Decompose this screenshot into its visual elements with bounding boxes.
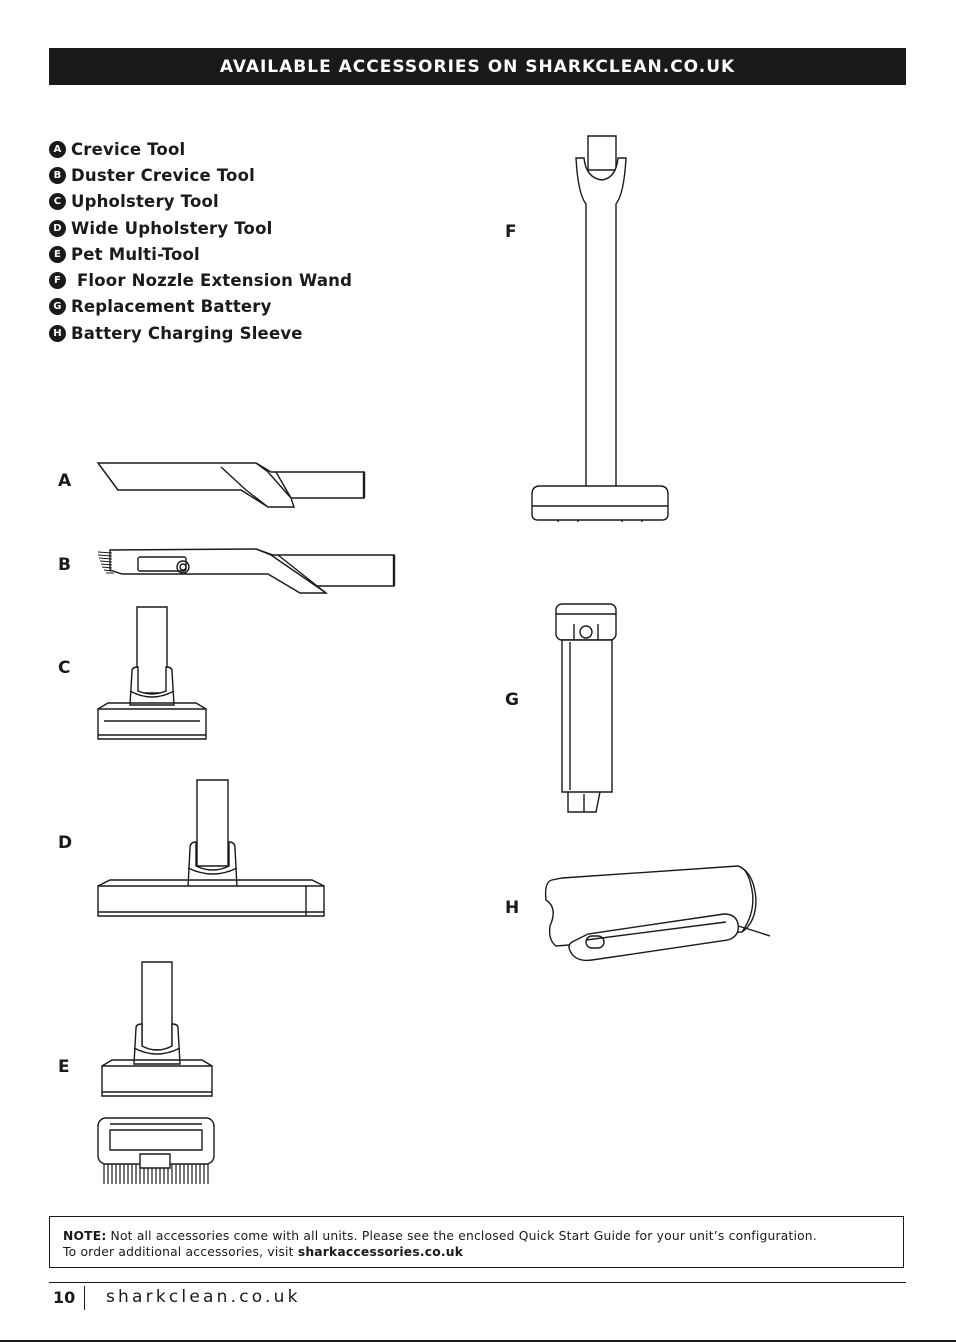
letter-badge: D	[49, 219, 66, 237]
charging-sleeve-illustration	[542, 860, 774, 966]
letter-badge: G	[49, 298, 66, 316]
footer-separator	[84, 1286, 85, 1310]
letter-badge: A	[49, 140, 66, 158]
list-item: H Battery Charging Sleeve	[49, 320, 352, 346]
figure-label-c: C	[58, 658, 71, 678]
figure-label-a: A	[58, 471, 72, 491]
order-line: To order additional accessories, visit s…	[63, 1244, 890, 1260]
accessory-name: Floor Nozzle Extension Wand	[71, 271, 353, 291]
accessories-link[interactable]: sharkaccessories.co.uk	[297, 1245, 464, 1259]
list-item: C Upholstery Tool	[49, 189, 352, 215]
footer-site[interactable]: sharkclean.co.uk	[106, 1287, 301, 1307]
header-title: AVAILABLE ACCESSORIES ON SHARKCLEAN.CO.U…	[219, 56, 736, 77]
list-item: G Replacement Battery	[49, 294, 352, 320]
note-box: NOTE: Not all accessories come with all …	[49, 1216, 904, 1268]
list-item: D Wide Upholstery Tool	[49, 215, 352, 241]
duster-crevice-tool-illustration	[96, 546, 398, 596]
accessory-name: Wide Upholstery Tool	[71, 218, 273, 238]
figure-label-f: F	[505, 222, 517, 242]
figure-label-e: E	[58, 1057, 70, 1077]
accessory-name: Upholstery Tool	[71, 192, 219, 212]
figure-label-h: H	[505, 898, 520, 918]
upholstery-tool-illustration	[96, 605, 210, 743]
pet-multi-tool-illustration	[98, 960, 216, 1100]
note-line: NOTE: Not all accessories come with all …	[63, 1228, 890, 1244]
accessory-name: Crevice Tool	[71, 139, 186, 159]
accessory-name: Battery Charging Sleeve	[71, 323, 303, 343]
wide-upholstery-tool-illustration	[96, 778, 328, 920]
replacement-battery-illustration	[554, 602, 620, 816]
note-text: Not all accessories come with all units.…	[106, 1229, 817, 1243]
extension-wand-illustration	[528, 134, 672, 524]
letter-badge: F	[49, 272, 66, 290]
list-item: E Pet Multi-Tool	[49, 241, 352, 267]
page-header: AVAILABLE ACCESSORIES ON SHARKCLEAN.CO.U…	[49, 48, 906, 85]
footer-divider	[49, 1282, 906, 1283]
accessory-name: Pet Multi-Tool	[71, 244, 200, 264]
crevice-tool-illustration	[96, 460, 368, 510]
list-item: A Crevice Tool	[49, 136, 352, 162]
letter-badge: C	[49, 193, 66, 211]
order-text: To order additional accessories, visit	[63, 1245, 298, 1259]
list-item: F Floor Nozzle Extension Wand	[49, 267, 352, 293]
pet-brush-head-illustration	[96, 1116, 218, 1186]
accessory-list: A Crevice Tool B Duster Crevice Tool C Upho…	[49, 136, 352, 346]
list-item: B Duster Crevice Tool	[49, 162, 352, 188]
bottom-edge-rule	[0, 1340, 956, 1342]
letter-badge: E	[49, 245, 66, 263]
figure-label-d: D	[58, 833, 73, 853]
accessory-name: Replacement Battery	[71, 297, 272, 317]
page-number: 10	[53, 1288, 76, 1307]
note-label: NOTE:	[63, 1229, 107, 1243]
letter-badge: B	[49, 166, 66, 184]
letter-badge: H	[49, 324, 66, 342]
accessory-name: Duster Crevice Tool	[71, 165, 255, 185]
figure-label-b: B	[58, 555, 71, 575]
figure-label-g: G	[505, 690, 519, 710]
